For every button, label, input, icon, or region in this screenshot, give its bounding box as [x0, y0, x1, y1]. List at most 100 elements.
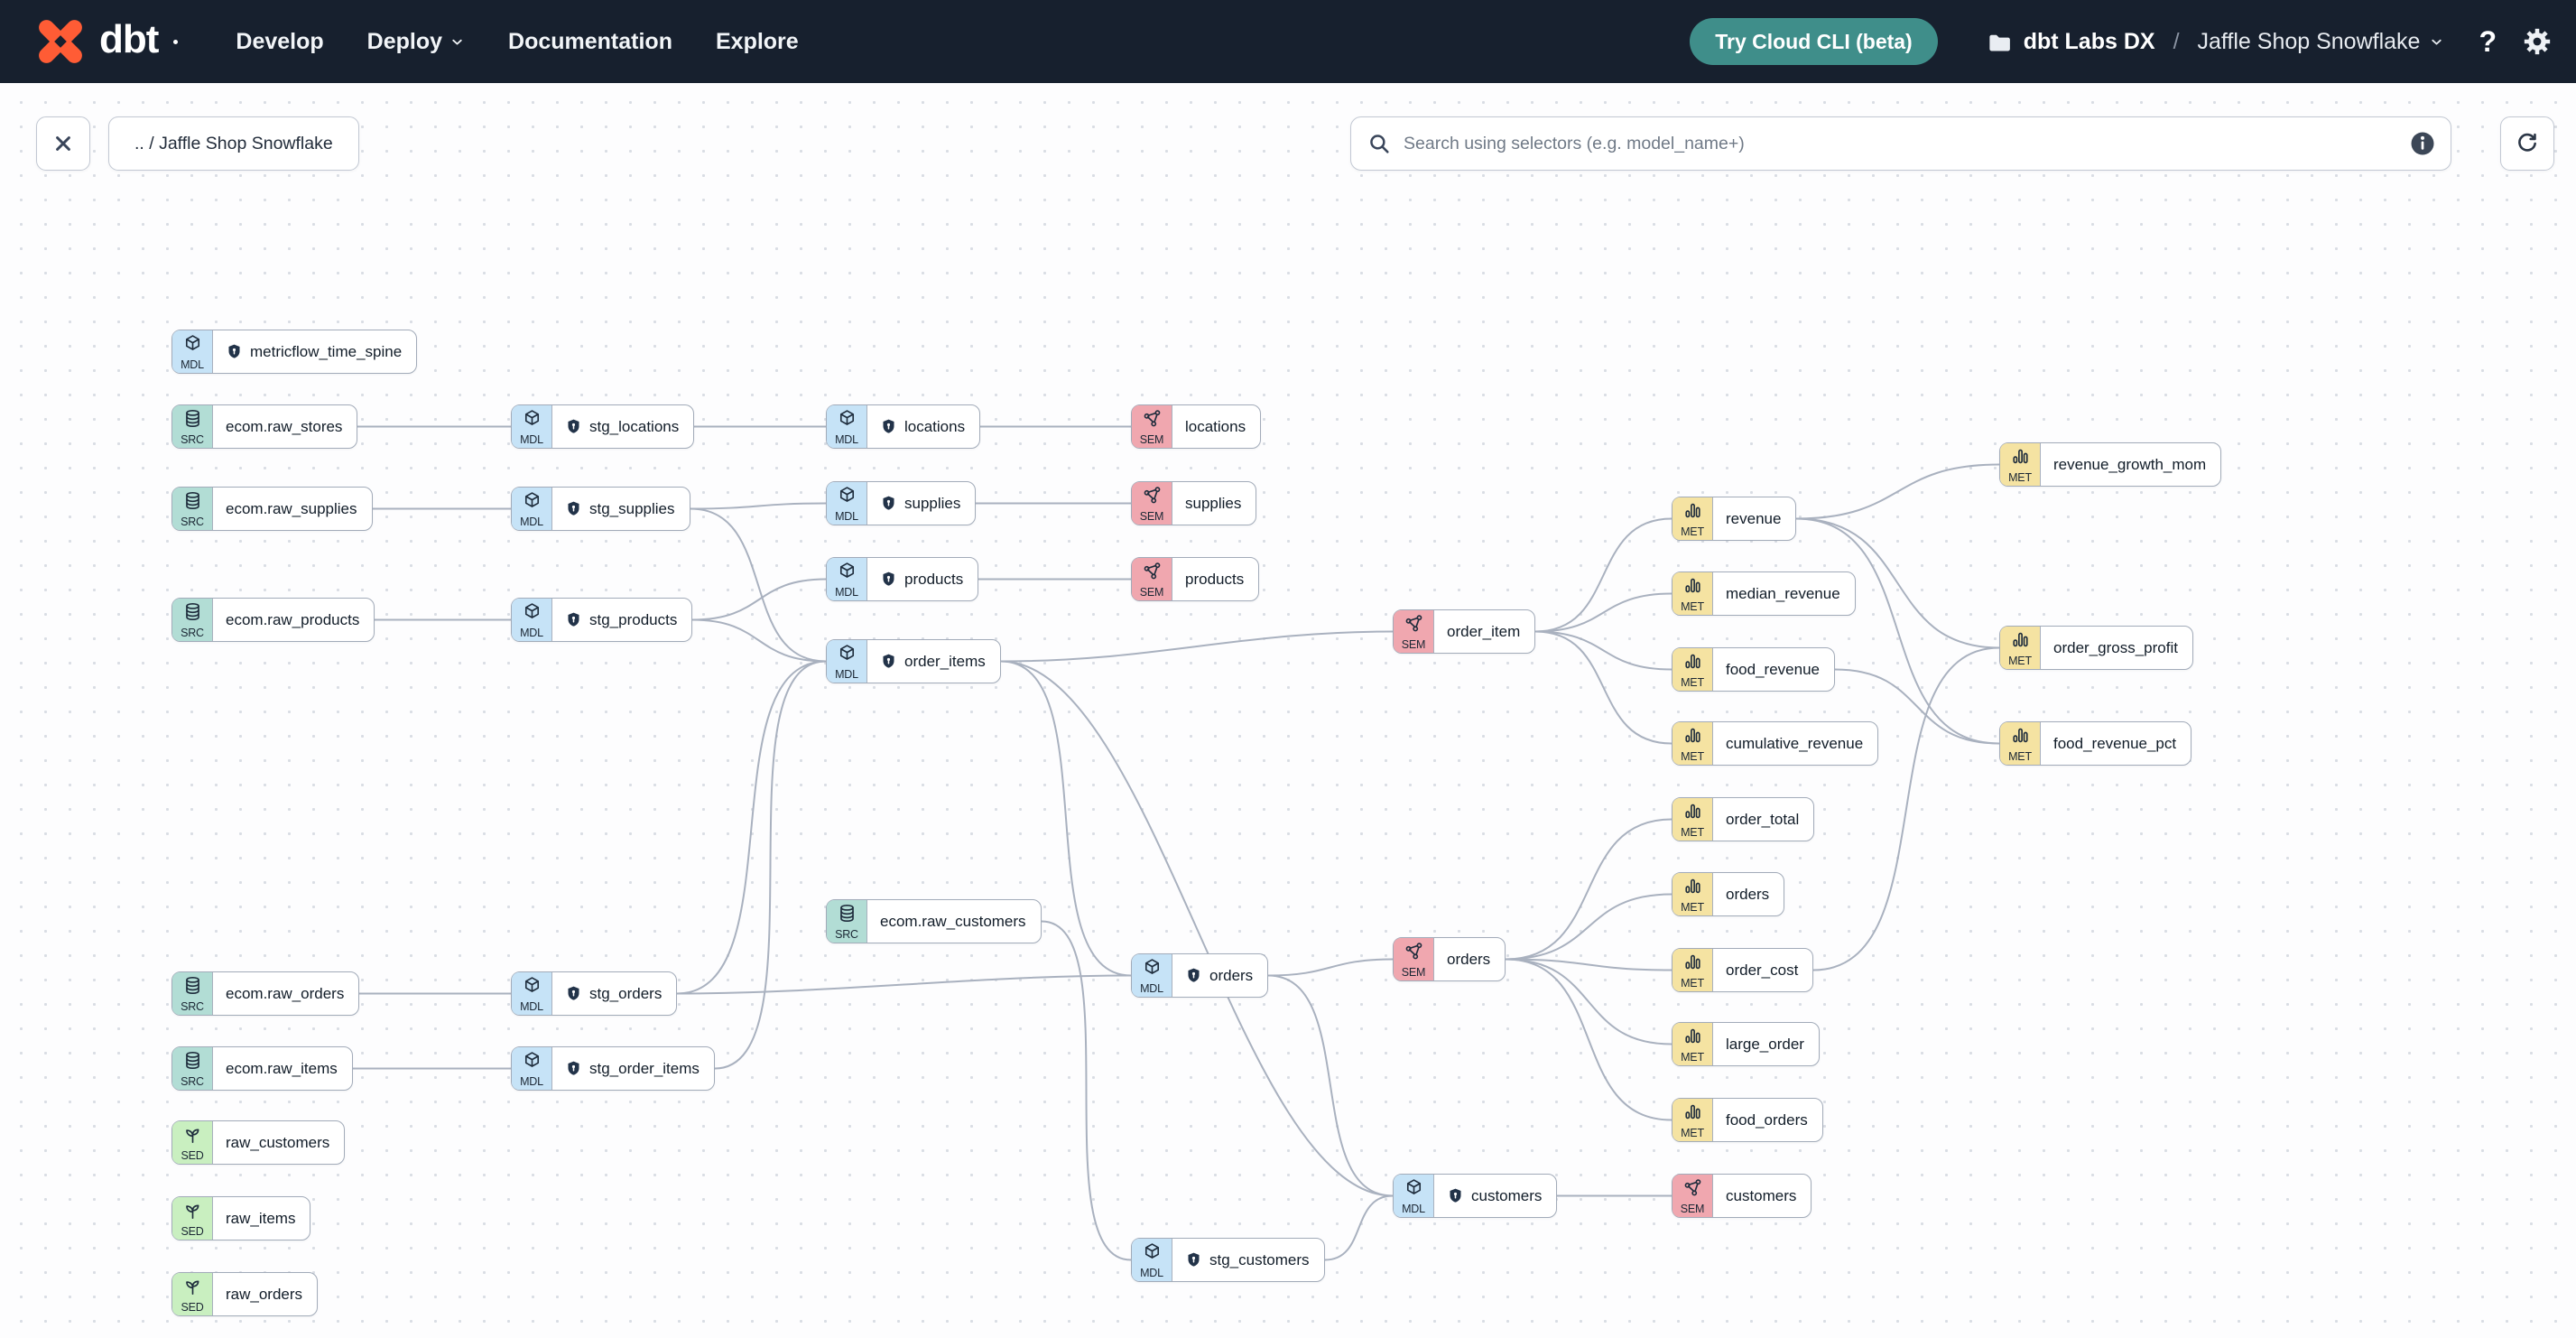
node-label: orders	[1447, 950, 1491, 968]
edge-raw_customers_src-to-stg_customers	[1041, 920, 1132, 1261]
node-type-badge: SRC	[172, 599, 213, 641]
cube-icon	[522, 1050, 542, 1075]
node-type-label: MDL	[1140, 1266, 1163, 1279]
shield-icon	[1447, 1187, 1464, 1204]
node-type-badge: SED	[172, 1121, 213, 1164]
node-type-label: MET	[1681, 976, 1704, 990]
node-type-label: SEM	[1680, 1202, 1705, 1215]
graph-node-supplies_sem[interactable]: SEM supplies	[1131, 481, 1257, 525]
lineage-canvas[interactable]	[0, 83, 2576, 1338]
node-label: orders	[1209, 966, 1254, 984]
info-icon[interactable]	[2409, 130, 2436, 157]
node-type-label: SEM	[1401, 637, 1426, 651]
shield-icon	[880, 571, 897, 588]
graph-node-customers_sem[interactable]: SEM customers	[1672, 1174, 1812, 1218]
nav-explore[interactable]: Explore	[715, 28, 799, 54]
node-type-label: MDL	[1402, 1202, 1425, 1215]
node-label-area: ecom.raw_supplies	[213, 488, 372, 530]
node-label-area: customers	[1713, 1175, 1811, 1217]
node-label-area: order_items	[867, 640, 1000, 683]
edge-revenue_met-to-food_revenue_pct_met	[1795, 517, 2000, 745]
edge-stg_supplies-to-supplies_mdl	[690, 502, 827, 510]
edge-order_items_mdl-to-customers_mdl	[1000, 660, 1394, 1197]
folder-icon	[1989, 34, 2010, 51]
cube-icon	[522, 490, 542, 516]
project-selector[interactable]: Jaffle Shop Snowflake	[2198, 29, 2445, 55]
node-label-area: food_revenue	[1713, 648, 1834, 691]
node-label: order_cost	[1726, 961, 1799, 979]
node-type-badge: SEM	[1132, 482, 1172, 525]
node-label-area: ecom.raw_products	[213, 599, 374, 641]
node-type-badge: SED	[172, 1273, 213, 1315]
node-type-label: MET	[1681, 900, 1704, 914]
refresh-button[interactable]	[2500, 116, 2554, 171]
close-lineage-button[interactable]	[36, 116, 90, 171]
node-label-area: orders	[1713, 873, 1784, 915]
graph-node-order_cost_met[interactable]: MET order_cost	[1672, 948, 1814, 992]
node-label-area: locations	[867, 405, 979, 448]
try-cloud-cli-button[interactable]: Try Cloud CLI (beta)	[1690, 18, 1938, 65]
node-label: ecom.raw_orders	[226, 984, 345, 1002]
help-button[interactable]: ?	[2479, 24, 2497, 58]
graph-node-orders_met[interactable]: MET orders	[1672, 872, 1785, 916]
cube-icon	[1404, 1177, 1424, 1203]
search-input[interactable]	[1402, 132, 2409, 155]
nav-develop[interactable]: Develop	[236, 28, 324, 54]
shield-icon	[880, 653, 897, 670]
account-name[interactable]: dbt Labs DX	[2023, 28, 2155, 54]
settings-gear-button[interactable]	[2522, 26, 2553, 57]
refresh-icon	[2518, 133, 2536, 152]
node-type-label: SEM	[1139, 509, 1164, 523]
cube-icon	[1142, 1241, 1163, 1267]
node-label-area: products	[1172, 558, 1258, 600]
cube-icon	[837, 485, 857, 510]
nav-documentation[interactable]: Documentation	[508, 28, 672, 54]
node-label-area: supplies	[1172, 482, 1256, 525]
metric-bars-icon	[1682, 952, 1703, 977]
lineage-breadcrumb[interactable]: .. / Jaffle Shop Snowflake	[108, 116, 359, 171]
seed-sprout-icon	[182, 1276, 203, 1301]
node-type-label: SRC	[181, 432, 204, 446]
nav-deploy[interactable]: Deploy	[367, 29, 465, 55]
dbt-logo[interactable]: dbt	[34, 15, 179, 68]
node-label-area: stg_products	[552, 599, 691, 641]
node-type-badge: MET	[2000, 722, 2041, 765]
node-label-area: locations	[1172, 405, 1260, 448]
